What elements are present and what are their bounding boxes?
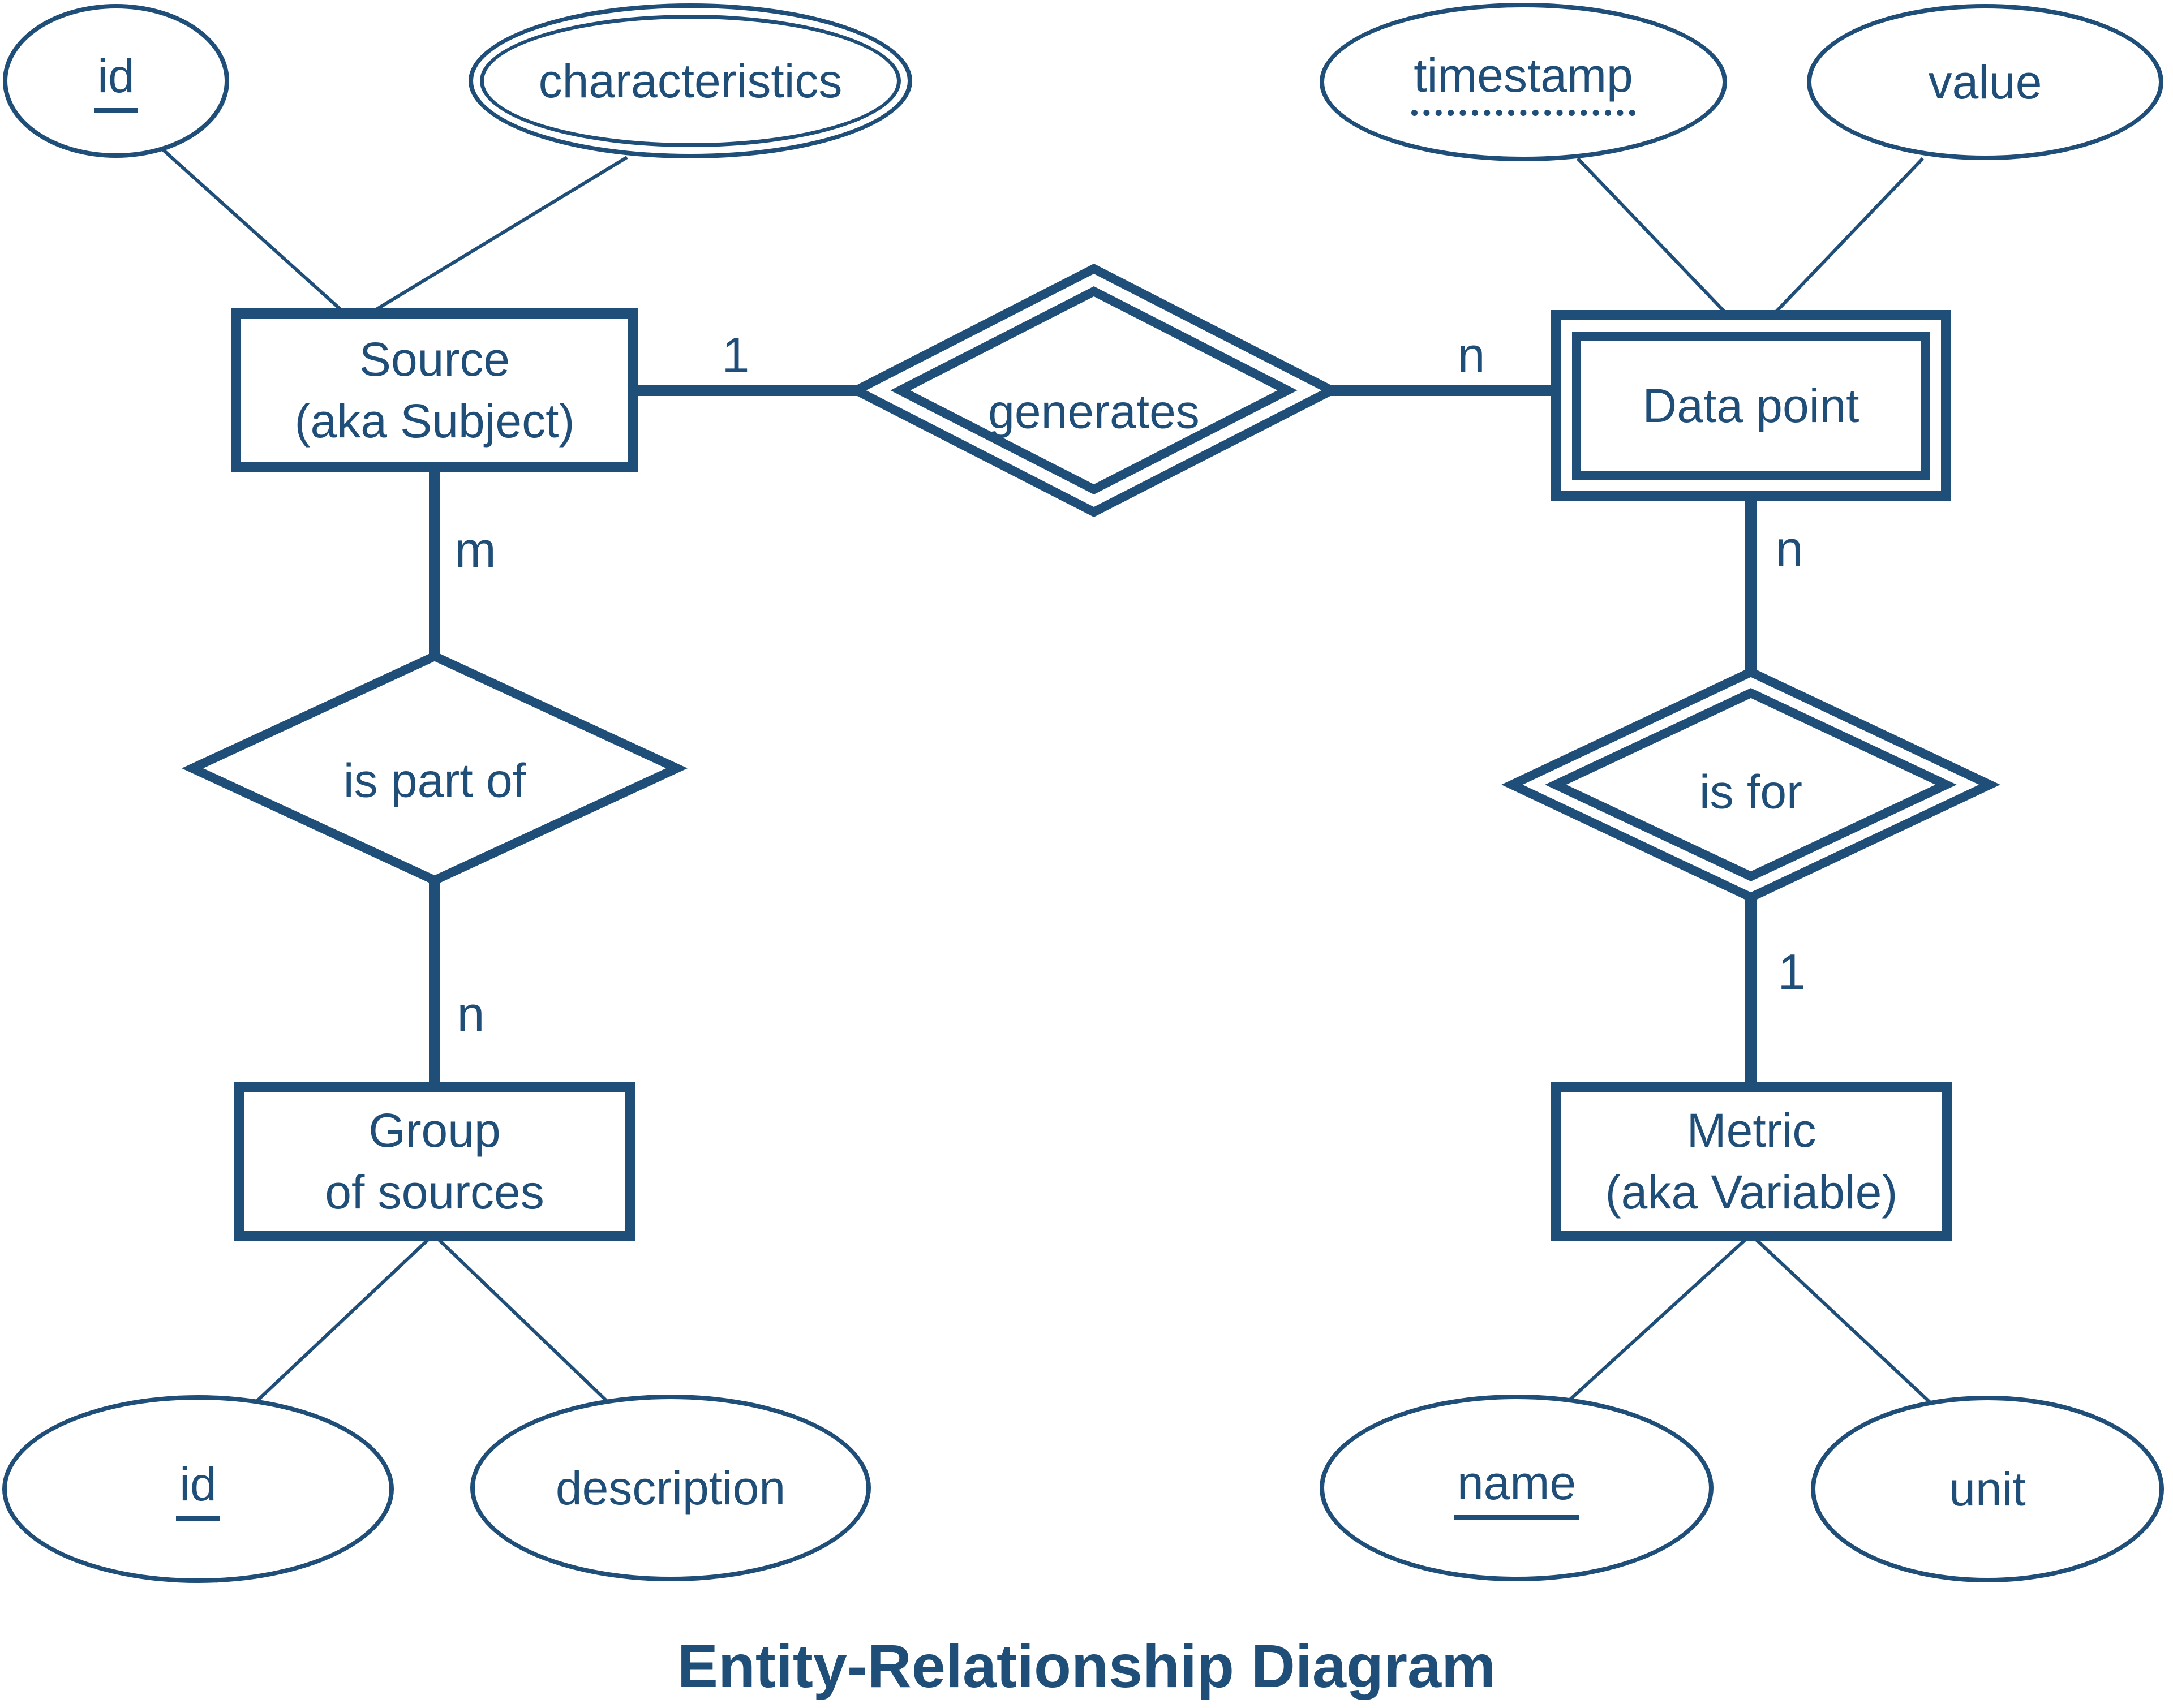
attribute-group-description: description bbox=[470, 1395, 871, 1581]
cardinality-is-part-of-group: n bbox=[457, 986, 485, 1042]
cardinality-source-is-part-of: m bbox=[454, 522, 496, 578]
connector-timestamp-datapoint bbox=[1576, 157, 1732, 320]
cardinality-datapoint-is-for: n bbox=[1775, 520, 1803, 576]
attribute-group-id: id bbox=[2, 1395, 394, 1583]
entity-source-label-line1: Source bbox=[359, 332, 510, 386]
attribute-datapoint-timestamp: timestamp bbox=[1320, 3, 1727, 161]
entity-datapoint-label: Data point bbox=[1642, 378, 1859, 432]
connector-characteristics-source bbox=[367, 156, 628, 316]
attribute-datapoint-timestamp-label: timestamp bbox=[1411, 48, 1635, 116]
attribute-datapoint-value-label: value bbox=[1928, 55, 2042, 109]
attribute-datapoint-value: value bbox=[1807, 4, 2163, 160]
is-part-of-diamond bbox=[181, 651, 688, 885]
cardinality-source-generates: 1 bbox=[722, 327, 750, 383]
entity-source: Source (aka Subject) bbox=[231, 308, 638, 472]
entity-metric: Metric (aka Variable) bbox=[1551, 1082, 1952, 1241]
connector-metric-unit bbox=[1751, 1235, 1932, 1405]
attribute-metric-name: name bbox=[1320, 1395, 1714, 1581]
connector-group-description bbox=[434, 1235, 608, 1402]
attribute-source-characteristics: characteristics bbox=[469, 3, 912, 158]
attribute-characteristics-inner-border bbox=[480, 15, 901, 147]
entity-source-label-line2: (aka Subject) bbox=[294, 394, 575, 448]
diagram-title: Entity-Relationship Diagram bbox=[677, 1632, 1496, 1700]
entity-group-label-line1: Group bbox=[368, 1103, 501, 1157]
attribute-source-id-label: id bbox=[94, 49, 138, 113]
generates-diamond-inner bbox=[890, 286, 1298, 494]
attribute-metric-unit: unit bbox=[1811, 1396, 2164, 1582]
connector-group-groupid bbox=[252, 1235, 433, 1406]
entity-datapoint-inner-border: Data point bbox=[1572, 332, 1930, 480]
attribute-metric-unit-label: unit bbox=[1949, 1462, 2026, 1516]
connector-metric-name bbox=[1567, 1235, 1750, 1402]
entity-datapoint: Data point bbox=[1551, 310, 1951, 501]
relationship-is-part-of-label: is part of bbox=[343, 754, 526, 807]
connector-value-datapoint bbox=[1768, 157, 1925, 320]
attribute-group-description-label: description bbox=[555, 1461, 786, 1515]
entity-group-of-sources: Group of sources bbox=[234, 1082, 635, 1241]
attribute-metric-name-label: name bbox=[1453, 1456, 1580, 1520]
relationship-is-for-label: is for bbox=[1699, 765, 1803, 819]
attribute-group-id-label: id bbox=[176, 1457, 220, 1521]
entity-metric-label-line2: (aka Variable) bbox=[1605, 1165, 1898, 1219]
attribute-source-characteristics-label: characteristics bbox=[538, 54, 843, 107]
connector-sourceid-source bbox=[160, 147, 348, 316]
relationship-generates-label: generates bbox=[988, 385, 1200, 438]
is-for-diamond-inner bbox=[1545, 688, 1957, 881]
entity-metric-label-line1: Metric bbox=[1686, 1103, 1816, 1157]
entity-group-label-line2: of sources bbox=[325, 1165, 544, 1219]
attribute-source-id: id bbox=[3, 4, 229, 158]
cardinality-generates-datapoint: n bbox=[1457, 327, 1485, 383]
cardinality-is-for-metric: 1 bbox=[1777, 944, 1806, 1000]
